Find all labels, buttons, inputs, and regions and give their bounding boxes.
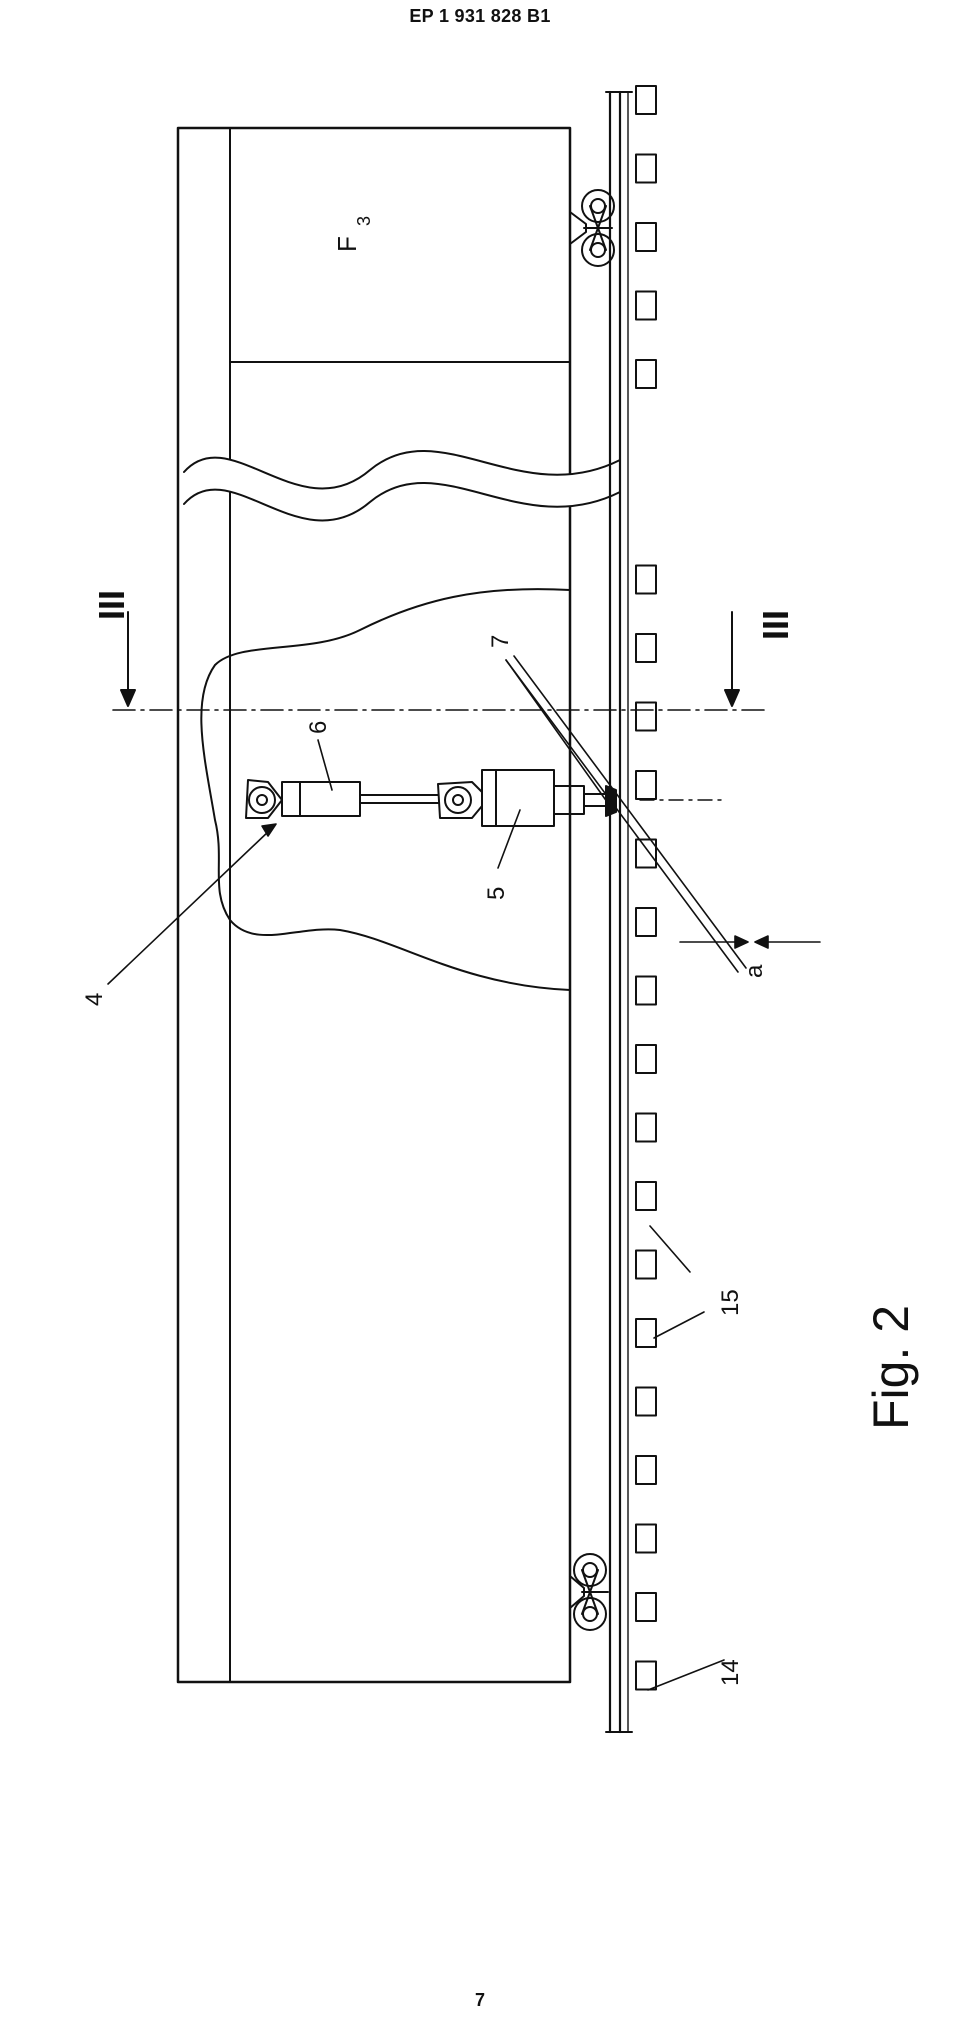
section-label-right: III (755, 610, 796, 640)
bogie-lower (569, 1553, 609, 1631)
wagon-body (176, 126, 572, 1684)
ref-label-14: 14 (717, 1659, 744, 1686)
sleeper (635, 633, 657, 663)
sleeper (635, 1181, 657, 1211)
sleeper (635, 564, 657, 595)
section-arrow-left (120, 611, 136, 707)
ref-label-7: 7 (487, 635, 514, 648)
cutaway-outline (200, 588, 571, 991)
sleeper (635, 770, 657, 800)
sleeper (635, 1386, 657, 1417)
sleeper (635, 85, 657, 115)
sleeper (635, 1044, 657, 1074)
sleeper (635, 907, 657, 937)
rail-track (605, 90, 633, 1734)
actuator-assembly (245, 769, 617, 827)
sleeper (635, 838, 657, 869)
sleeper-row (635, 85, 657, 1691)
sleeper (635, 290, 657, 321)
sleeper (635, 153, 657, 184)
ref-label-5: 5 (483, 887, 510, 900)
ref-label-6: 6 (305, 721, 332, 734)
figure-caption: Fig. 2 (863, 1305, 919, 1430)
bogie-upper (569, 189, 615, 267)
sleeper (635, 975, 657, 1006)
sleeper (635, 222, 657, 252)
leader-lines (107, 655, 821, 1691)
patent-number-header: EP 1 931 828 B1 (409, 6, 551, 26)
break-line (184, 450, 620, 521)
section-arrow-right (724, 611, 740, 707)
sleeper (635, 1249, 657, 1280)
break-line-lower (183, 482, 621, 522)
page-number: 7 (474, 1990, 485, 2010)
section-label-left: III (91, 590, 132, 620)
ref-label-4: 4 (81, 993, 108, 1006)
ref-label-15: 15 (717, 1289, 744, 1316)
force-label: F (332, 236, 362, 252)
break-line-upper (183, 450, 621, 490)
sleeper (635, 1592, 657, 1622)
sleeper (635, 1523, 657, 1554)
sleeper (635, 1455, 657, 1485)
sleeper (635, 1660, 657, 1691)
sleeper (635, 701, 657, 732)
sleeper (635, 359, 657, 389)
ref-label-a: a (741, 964, 768, 978)
sleeper (635, 1112, 657, 1143)
sleeper (635, 1318, 657, 1348)
force-subscript: 3 (354, 216, 374, 226)
